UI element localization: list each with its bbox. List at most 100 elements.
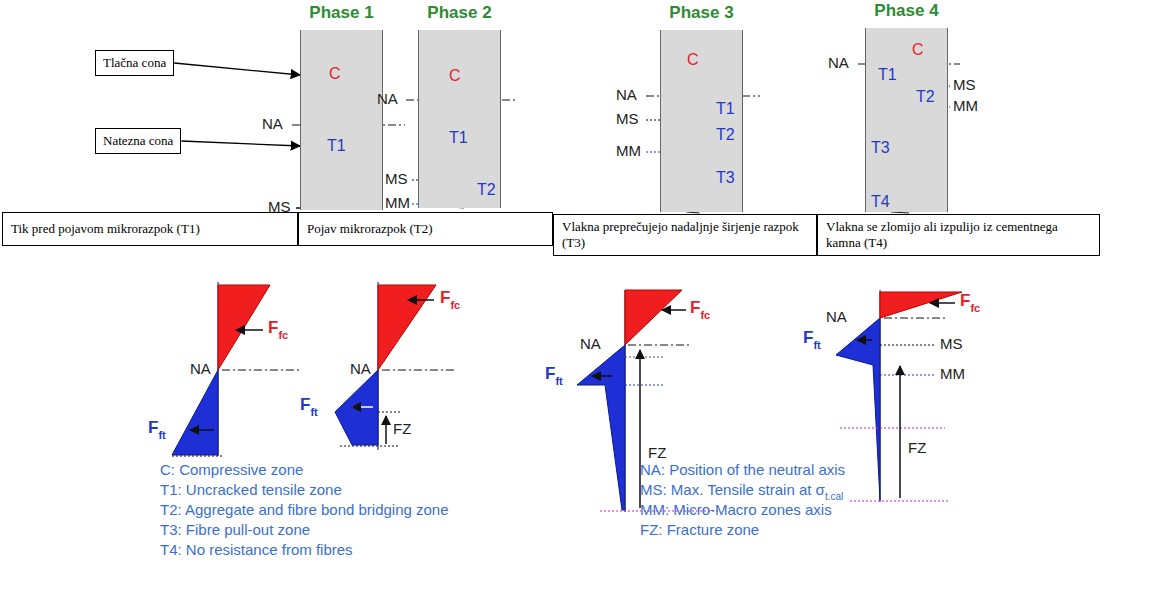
phase-heading: Phase 3 xyxy=(641,4,762,21)
drawing-stroke xyxy=(385,416,387,444)
zone-label: C xyxy=(449,68,461,84)
zone-label: T4 xyxy=(871,194,890,210)
force-label: F xyxy=(268,319,278,338)
drawing-stroke xyxy=(850,501,950,502)
axis-label: FZ xyxy=(908,440,926,457)
drawing-stroke xyxy=(172,370,218,455)
drawing-stroke xyxy=(236,329,263,331)
drawing-stroke xyxy=(899,366,901,498)
drawing-stroke xyxy=(190,429,214,431)
drawing-stroke xyxy=(662,309,686,311)
axis-label: MS xyxy=(385,171,408,188)
drawing-stroke xyxy=(378,285,436,370)
box-text: Tlačna cona xyxy=(103,55,166,71)
axis-label: NA xyxy=(350,361,371,378)
box-text: Pojav mikrorazpok (T2) xyxy=(307,221,433,237)
zone-label: C xyxy=(329,66,341,82)
axis-label: NA xyxy=(190,361,211,378)
axis-label: NA xyxy=(616,87,637,104)
force-label: F xyxy=(440,289,450,308)
phase-heading: Phase 4 xyxy=(846,2,967,19)
drawing-stroke xyxy=(625,290,682,345)
legend-text: T3: Fibre pull-out zone xyxy=(160,522,310,539)
zone-label: T1 xyxy=(449,130,468,146)
callout-box: Tlačna cona xyxy=(95,50,174,76)
stress-diagram-3 xyxy=(577,290,720,512)
zone-label: T3 xyxy=(871,140,890,156)
crack-stroke xyxy=(891,212,909,213)
axis-label: MM xyxy=(953,98,978,115)
drawing-stroke xyxy=(222,370,300,371)
force-label: F xyxy=(690,299,700,318)
axis-label: NA xyxy=(377,91,398,108)
table-cell: Tik pred pojavom mikrorazpok (T1) xyxy=(2,212,298,246)
force-label: F xyxy=(803,329,813,348)
drawing-stroke xyxy=(880,292,962,318)
box-text: Tik pred pojavom mikrorazpok (T1) xyxy=(11,221,200,237)
drawing-stroke xyxy=(880,345,936,346)
drawing-stroke xyxy=(408,299,434,301)
force-label: fc xyxy=(278,329,288,341)
force-label: F xyxy=(545,365,555,384)
force-label: ft xyxy=(158,429,165,441)
phase-heading: Phase 1 xyxy=(281,4,402,21)
axis-label: MM xyxy=(616,143,641,160)
axis-label: MS xyxy=(616,111,639,128)
table-cell: Vlakna se zlomijo ali izpulijo iz cement… xyxy=(817,214,1100,256)
axis-label: MS xyxy=(953,77,976,94)
axis-label: NA xyxy=(262,116,283,133)
drawing-stroke xyxy=(625,357,665,358)
force-label: fc xyxy=(700,309,710,321)
zone-label: T1 xyxy=(878,67,897,83)
legend-text: T4: No resistance from fibres xyxy=(160,542,353,559)
beam-section: Phase 4CT1T2T3T4 xyxy=(865,28,948,212)
drawing-stroke xyxy=(628,345,690,346)
callout-arrow xyxy=(174,63,300,75)
force-label: F xyxy=(960,292,970,311)
stress-diagram-2 xyxy=(335,282,455,450)
zone-label: T1 xyxy=(327,138,346,154)
legend-text: T2: Aggregate and fibre bond bridging zo… xyxy=(160,502,449,519)
drawing-stroke xyxy=(378,412,402,413)
beam-section: Phase 3CT1T2T3 xyxy=(660,30,743,212)
zone-label: T2 xyxy=(716,127,735,143)
drawing-stroke xyxy=(857,339,872,341)
stress-diagram-1 xyxy=(172,282,300,456)
box-text: Vlakna preprečujejo nadaljnje širjenje r… xyxy=(562,219,808,251)
section-lines xyxy=(292,64,960,208)
drawing-stroke xyxy=(352,406,373,408)
zone-label: C xyxy=(912,42,924,58)
legend-text: MM: Micro-Macro zones axis xyxy=(640,502,832,519)
axis-label: NA xyxy=(826,309,847,326)
drawing-stroke xyxy=(625,385,665,386)
table-cell: Pojav mikrorazpok (T2) xyxy=(298,212,553,246)
beam-section: Phase 1CT1 xyxy=(300,30,383,210)
axis-label: NA xyxy=(828,55,849,72)
drawing-stroke xyxy=(840,428,945,429)
drawing-stroke xyxy=(577,345,625,510)
zone-label: T1 xyxy=(716,101,735,117)
force-label: fc xyxy=(970,302,980,314)
zone-label: T3 xyxy=(716,170,735,186)
legend-text: t.cal xyxy=(825,491,843,502)
legend-text: FZ: Fracture zone xyxy=(640,522,759,539)
force-label: fc xyxy=(450,299,460,311)
legend-text: C: Compressive zone xyxy=(160,462,303,479)
axis-label: MM xyxy=(385,195,410,212)
box-text: Vlakna se zlomijo ali izpulijo iz cement… xyxy=(826,219,1091,251)
zone-label: C xyxy=(687,52,699,68)
zone-label: T2 xyxy=(477,182,496,198)
drawing-stroke xyxy=(340,446,400,447)
drawing-stroke xyxy=(218,285,270,370)
force-label: F xyxy=(148,419,158,438)
axis-label: NA xyxy=(580,336,601,353)
box-text: Natezna cona xyxy=(103,133,173,149)
drawing-stroke xyxy=(930,302,955,304)
table-cell: Vlakna preprečujejo nadaljnje širjenje r… xyxy=(553,214,817,256)
drawing-stroke xyxy=(880,375,936,376)
stress-diagram-4 xyxy=(836,290,962,502)
force-label: ft xyxy=(555,375,562,387)
axis-label: MS xyxy=(268,199,291,216)
axis-label: MM xyxy=(940,366,965,383)
drawing-stroke xyxy=(172,456,222,457)
